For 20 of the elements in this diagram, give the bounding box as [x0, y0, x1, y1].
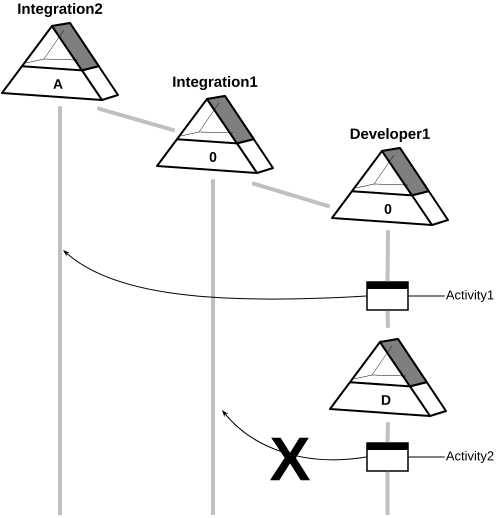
activity-label: Activity2: [446, 450, 494, 464]
lifeline: [58, 106, 62, 515]
activity-box: [366, 281, 409, 311]
leader-line: [408, 456, 446, 458]
lifeline: [386, 230, 390, 282]
activity-label: Activity1: [446, 290, 494, 302]
lifeline: [386, 310, 390, 328]
heading: Developer1: [350, 128, 430, 142]
connector-line: [252, 181, 330, 208]
pyramid: 0: [331, 147, 449, 226]
activity-box: [366, 442, 409, 472]
lifeline: [386, 422, 390, 442]
connector-line: [96, 106, 176, 132]
pyramid: D: [329, 338, 447, 417]
pyramid: A: [1, 22, 119, 101]
lifeline: [386, 472, 390, 515]
heading: Integration2: [18, 3, 102, 17]
lifeline: [211, 179, 215, 515]
pyramid: 0: [156, 95, 274, 174]
heading: Integration1: [173, 76, 258, 90]
